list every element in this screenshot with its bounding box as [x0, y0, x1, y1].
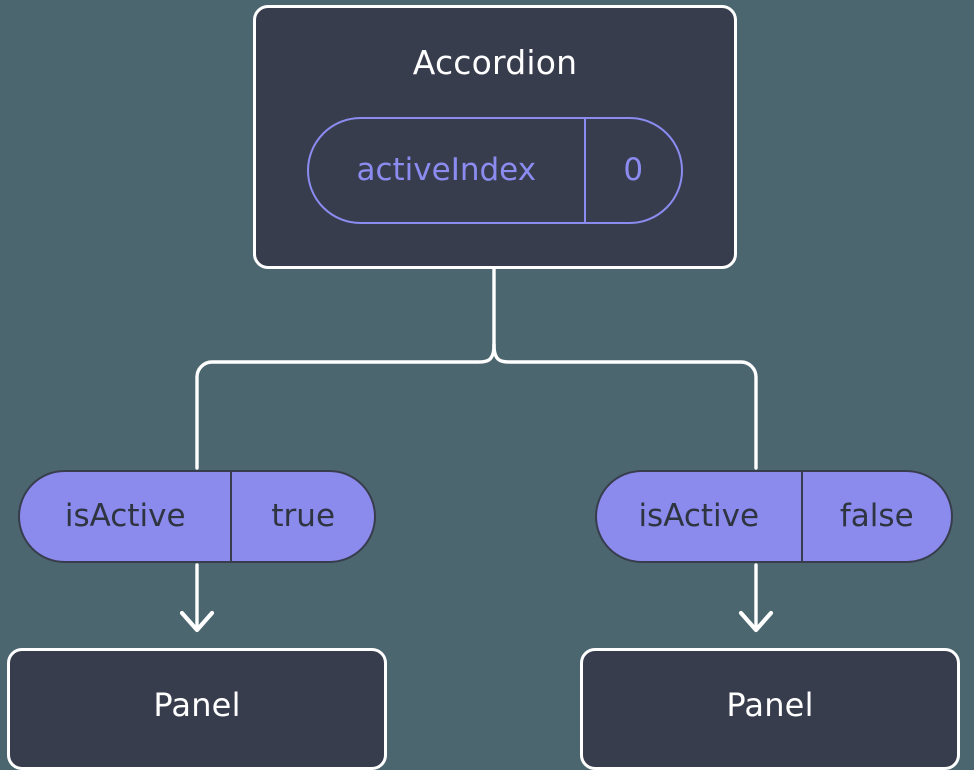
node-panel-left[interactable]: Panel	[7, 648, 387, 770]
prop-pill-is-active-left[interactable]: isActive true	[18, 470, 376, 563]
node-accordion-title: Accordion	[412, 43, 578, 82]
state-pill-active-index-value: 0	[583, 119, 681, 222]
state-pill-active-index[interactable]: activeIndex 0	[307, 117, 683, 224]
edge-fork-left	[195, 343, 496, 470]
prop-pill-is-active-right[interactable]: isActive false	[595, 470, 953, 563]
prop-pill-is-active-left-key: isActive	[64, 498, 186, 534]
node-panel-right[interactable]: Panel	[580, 648, 960, 770]
node-panel-right-title: Panel	[726, 686, 814, 724]
edge-fork-right	[492, 343, 758, 470]
arrowhead-right	[738, 610, 774, 633]
node-panel-left-title: Panel	[153, 686, 241, 724]
prop-pill-is-active-right-value: false	[800, 472, 951, 561]
arrowhead-left	[179, 610, 215, 633]
prop-pill-is-active-right-key: isActive	[638, 498, 760, 534]
prop-pill-is-active-left-value: true	[230, 472, 374, 561]
state-pill-active-index-key: activeIndex	[356, 152, 537, 188]
